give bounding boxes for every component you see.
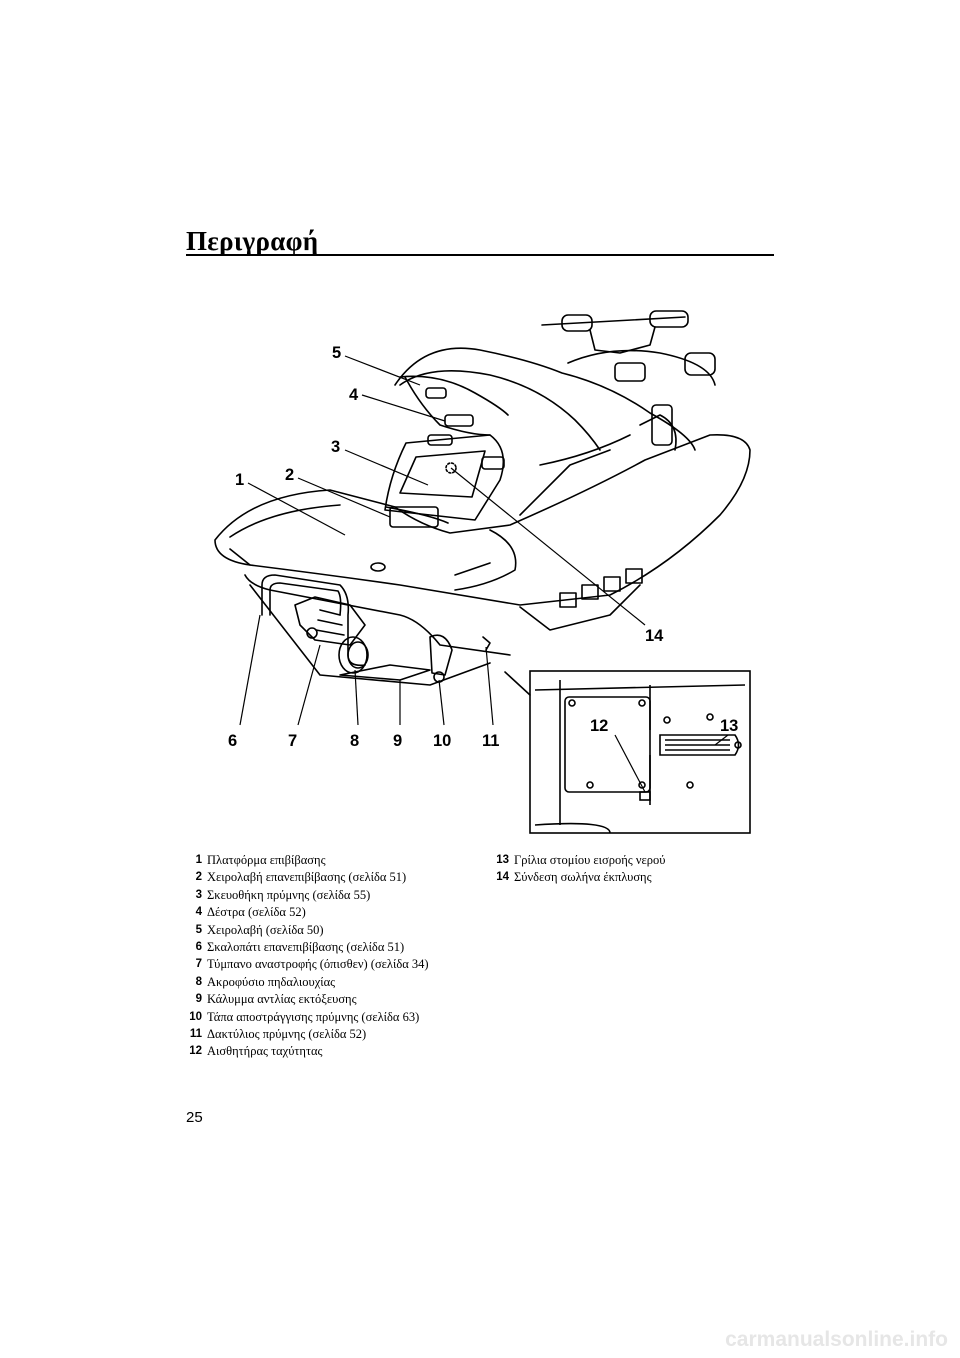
legend-number: 8 [195,975,202,988]
legend-text: Σκαλοπάτι επανεπιβίβασης (σελίδα 51) [207,940,405,955]
page-title: Περιγραφή [186,226,319,256]
callout-14: 14 [645,627,664,645]
callout-3: 3 [331,438,340,456]
callout-8: 8 [350,732,359,750]
callout-6: 6 [228,732,237,750]
watercraft-figure: 1 2 3 4 5 6 7 8 9 10 11 12 13 14 [190,285,760,840]
legend-text: Πλατφόρμα επιβίβασης [207,853,326,867]
legend-text: Γρίλια στομίου εισροής νερού [514,853,666,867]
legend-text: Χειρολαβή επανεπιβίβασης (σελίδα 51) [207,870,407,885]
inset-detail [529,670,751,834]
legend-text: Χειρολαβή (σελίδα 50) [207,922,324,937]
legend-text: Τύμπανο αναστροφής (όπισθεν) (σελίδα 34) [207,957,429,972]
callout-1: 1 [235,471,244,489]
legend-item: 6 Σκαλοπάτι επανεπιβίβασης (σελίδα 51) [188,939,478,956]
watermark: carmanualsonline.info [725,1328,948,1351]
legend-number: 4 [195,906,202,919]
legend-number: 14 [496,871,509,884]
callout-10: 10 [433,732,451,750]
legend-text: Αισθητήρας ταχύτητας [207,1044,323,1059]
callout-13: 13 [720,717,738,735]
legend-number: 13 [496,854,509,866]
legend-text: Δακτύλιος πρύμνης (σελίδα 52) [207,1027,367,1042]
legend-item: 5 Χειρολαβή (σελίδα 50) [188,922,478,939]
legend-number: 6 [195,941,202,954]
callout-5: 5 [332,344,341,362]
legend-item: 10 Τάπα αποστράγγισης πρύμνης (σελίδα 63) [188,1009,478,1026]
watercraft-illustration: 1 2 3 4 5 6 7 8 9 10 11 12 13 14 [214,310,751,834]
legend-number: 10 [189,1010,202,1023]
legend-number: 3 [195,888,202,901]
legend-item: 1 Πλατφόρμα επιβίβασης [188,852,478,869]
legend-text: Σκευοθήκη πρύμνης (σελίδα 55) [207,887,371,902]
legend-number: 11 [189,1028,202,1041]
callout-7: 7 [288,732,297,750]
legend-number: 2 [195,871,202,884]
legend-item: 9 Κάλυμμα αντλίας εκτόξευσης [188,991,478,1008]
legend-number: 9 [195,993,202,1006]
legend-item: 12 Αισθητήρας ταχύτητας [188,1043,478,1060]
legend-item: 11 Δακτύλιος πρύμνης (σελίδα 52) [188,1026,478,1043]
callout-9: 9 [393,732,402,750]
callout-4: 4 [349,386,359,404]
legend-number: 7 [195,958,202,971]
legend-text: Κάλυμμα αντλίας εκτόξευσης [207,992,357,1007]
leader-lines [239,355,729,793]
legend-text: Ακροφύσιο πηδαλιουχίας [207,974,336,989]
legend-item: 3 Σκευοθήκη πρύμνης (σελίδα 55) [188,887,478,904]
legend-item: 2 Χειρολαβή επανεπιβίβασης (σελίδα 51) [188,869,478,886]
callout-11: 11 [482,732,499,750]
legend-text: Τάπα αποστράγγισης πρύμνης (σελίδα 63) [207,1009,420,1024]
callout-2: 2 [285,466,294,484]
legend-number: 5 [195,923,202,936]
legend-item: 8 Ακροφύσιο πηδαλιουχίας [188,974,478,991]
legend-item: 4 Δέστρα (σελίδα 52) [188,904,478,921]
legend-item: 7 Τύμπανο αναστροφής (όπισθεν) (σελίδα 34… [188,956,478,973]
legend-text: Σύνδεση σωλήνα έκπλυσης [514,870,652,885]
legend-right: 13 Γρίλια στομίου εισροής νερού 14 Σύνδεση… [495,852,755,887]
title-rule [186,254,774,256]
legend-number: 1 [195,854,202,866]
legend-text: Δέστρα (σελίδα 52) [207,905,306,920]
callout-12: 12 [590,717,608,735]
legend-item: 14 Σύνδεση σωλήνα έκπλυσης [495,869,755,886]
legend-number: 12 [189,1045,202,1058]
page-number: 25 [186,1109,203,1126]
legend-left: 1 Πλατφόρμα επιβίβασης 2 Χειρολαβή επανεπι… [188,852,478,1061]
legend-item: 13 Γρίλια στομίου εισροής νερού [495,852,755,869]
